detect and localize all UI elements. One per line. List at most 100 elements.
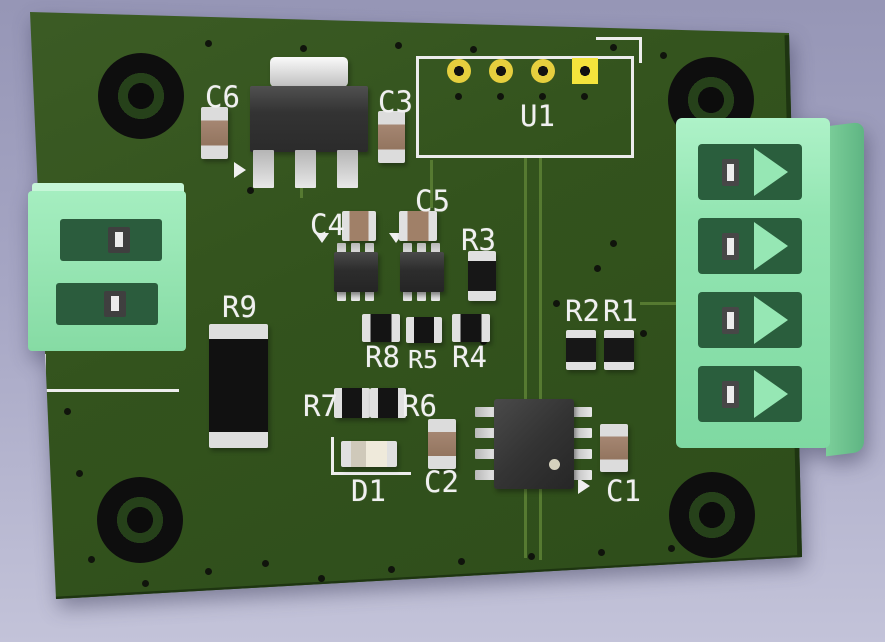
resistor-r4 bbox=[452, 314, 490, 342]
via bbox=[88, 556, 95, 563]
connector-lever bbox=[754, 370, 788, 418]
connector-side-face bbox=[826, 121, 864, 457]
pin1-arrow-icon bbox=[315, 233, 329, 243]
via bbox=[142, 580, 149, 587]
soic-lead bbox=[571, 470, 592, 480]
sot23-package bbox=[400, 252, 444, 292]
via bbox=[668, 545, 675, 552]
via bbox=[553, 300, 560, 307]
silkscreen-label-r5: R5 bbox=[408, 345, 439, 374]
left-connector-outline bbox=[43, 354, 46, 392]
diode-d1 bbox=[341, 441, 397, 467]
sot23-lead bbox=[431, 289, 440, 301]
silkscreen-label-c5: C5 bbox=[415, 184, 450, 218]
silkscreen-label-r2: R2 bbox=[565, 294, 600, 328]
capacitor-c1 bbox=[600, 424, 628, 472]
soic-lead bbox=[475, 449, 496, 459]
via bbox=[610, 44, 617, 51]
silkscreen-label-r7: R7 bbox=[303, 389, 338, 423]
connector-position-3 bbox=[698, 292, 802, 348]
via bbox=[610, 240, 617, 247]
connector-lever bbox=[754, 148, 788, 196]
regulator-body bbox=[250, 86, 368, 152]
silk-corner-line bbox=[639, 37, 642, 63]
via bbox=[539, 93, 546, 100]
board-edge-bottom bbox=[40, 554, 802, 599]
sot23-package bbox=[334, 252, 378, 292]
silkscreen-label-d1: D1 bbox=[351, 474, 386, 508]
via bbox=[660, 52, 667, 59]
pin-highlight bbox=[727, 312, 734, 329]
u1-pad-3 bbox=[531, 59, 555, 83]
connector-lever bbox=[754, 222, 788, 270]
capacitor-c5 bbox=[399, 211, 437, 241]
connector-pin bbox=[722, 381, 739, 408]
pin-highlight bbox=[727, 164, 734, 181]
via bbox=[598, 549, 605, 556]
capacitor-c4 bbox=[342, 211, 376, 241]
soic8-pin1-dot bbox=[549, 459, 560, 470]
mounting-hole bbox=[97, 477, 183, 563]
via bbox=[205, 568, 212, 575]
via bbox=[205, 40, 212, 47]
silkscreen-label-r1: R1 bbox=[603, 294, 638, 328]
trace bbox=[539, 158, 542, 560]
soic-lead bbox=[475, 470, 496, 480]
soic8-ic-body bbox=[494, 399, 574, 489]
via bbox=[300, 45, 307, 52]
silkscreen-label-c3: C3 bbox=[378, 85, 413, 119]
pin1-arrow-icon bbox=[234, 162, 246, 178]
connector-position-1 bbox=[698, 144, 802, 200]
capacitor-c3 bbox=[378, 111, 405, 163]
sot23-lead bbox=[365, 243, 374, 255]
silkscreen-label-c6: C6 bbox=[205, 80, 240, 114]
pin-highlight bbox=[115, 232, 123, 247]
resistor-r5 bbox=[406, 317, 442, 343]
connector-front-face bbox=[28, 191, 186, 351]
sot23-lead bbox=[337, 243, 346, 255]
terminal-connector-right bbox=[676, 118, 866, 458]
u1-pad-1 bbox=[447, 59, 471, 83]
soic-lead bbox=[475, 407, 496, 417]
resistor-r9 bbox=[209, 324, 268, 448]
capacitor-c6 bbox=[201, 107, 228, 159]
via bbox=[528, 553, 535, 560]
u1-pad-2 bbox=[489, 59, 513, 83]
pin-highlight bbox=[727, 238, 734, 255]
connector-lever bbox=[754, 296, 788, 344]
soic-lead bbox=[571, 407, 592, 417]
via bbox=[497, 93, 504, 100]
via bbox=[470, 46, 477, 53]
regulator-lead bbox=[295, 150, 316, 188]
regulator-tab bbox=[270, 57, 348, 87]
via bbox=[640, 330, 647, 337]
pin1-arrow-icon bbox=[578, 478, 590, 494]
sot23-lead bbox=[403, 243, 412, 255]
sot23-lead bbox=[431, 243, 440, 255]
left-connector-outline bbox=[43, 389, 179, 392]
mounting-hole bbox=[669, 472, 755, 558]
connector-pin bbox=[104, 291, 126, 317]
u1-pad-4-highlighted bbox=[572, 58, 598, 84]
d1-outline bbox=[331, 437, 334, 475]
trace bbox=[640, 302, 682, 305]
soic-lead bbox=[571, 449, 592, 459]
connector-position-2 bbox=[698, 218, 802, 274]
silkscreen-label-r6: R6 bbox=[402, 389, 437, 423]
via bbox=[262, 560, 269, 567]
resistor-r7 bbox=[334, 388, 370, 418]
regulator-lead bbox=[337, 150, 358, 188]
silk-corner-line bbox=[596, 37, 642, 40]
resistor-r8 bbox=[362, 314, 400, 342]
connector-pin bbox=[722, 307, 739, 334]
silkscreen-label-c2: C2 bbox=[424, 465, 459, 499]
connector-pin bbox=[722, 233, 739, 260]
silkscreen-label-c4: C4 bbox=[310, 208, 345, 242]
trace bbox=[430, 160, 433, 208]
via bbox=[76, 470, 83, 477]
capacitor-c2 bbox=[428, 419, 456, 469]
via bbox=[318, 575, 325, 582]
